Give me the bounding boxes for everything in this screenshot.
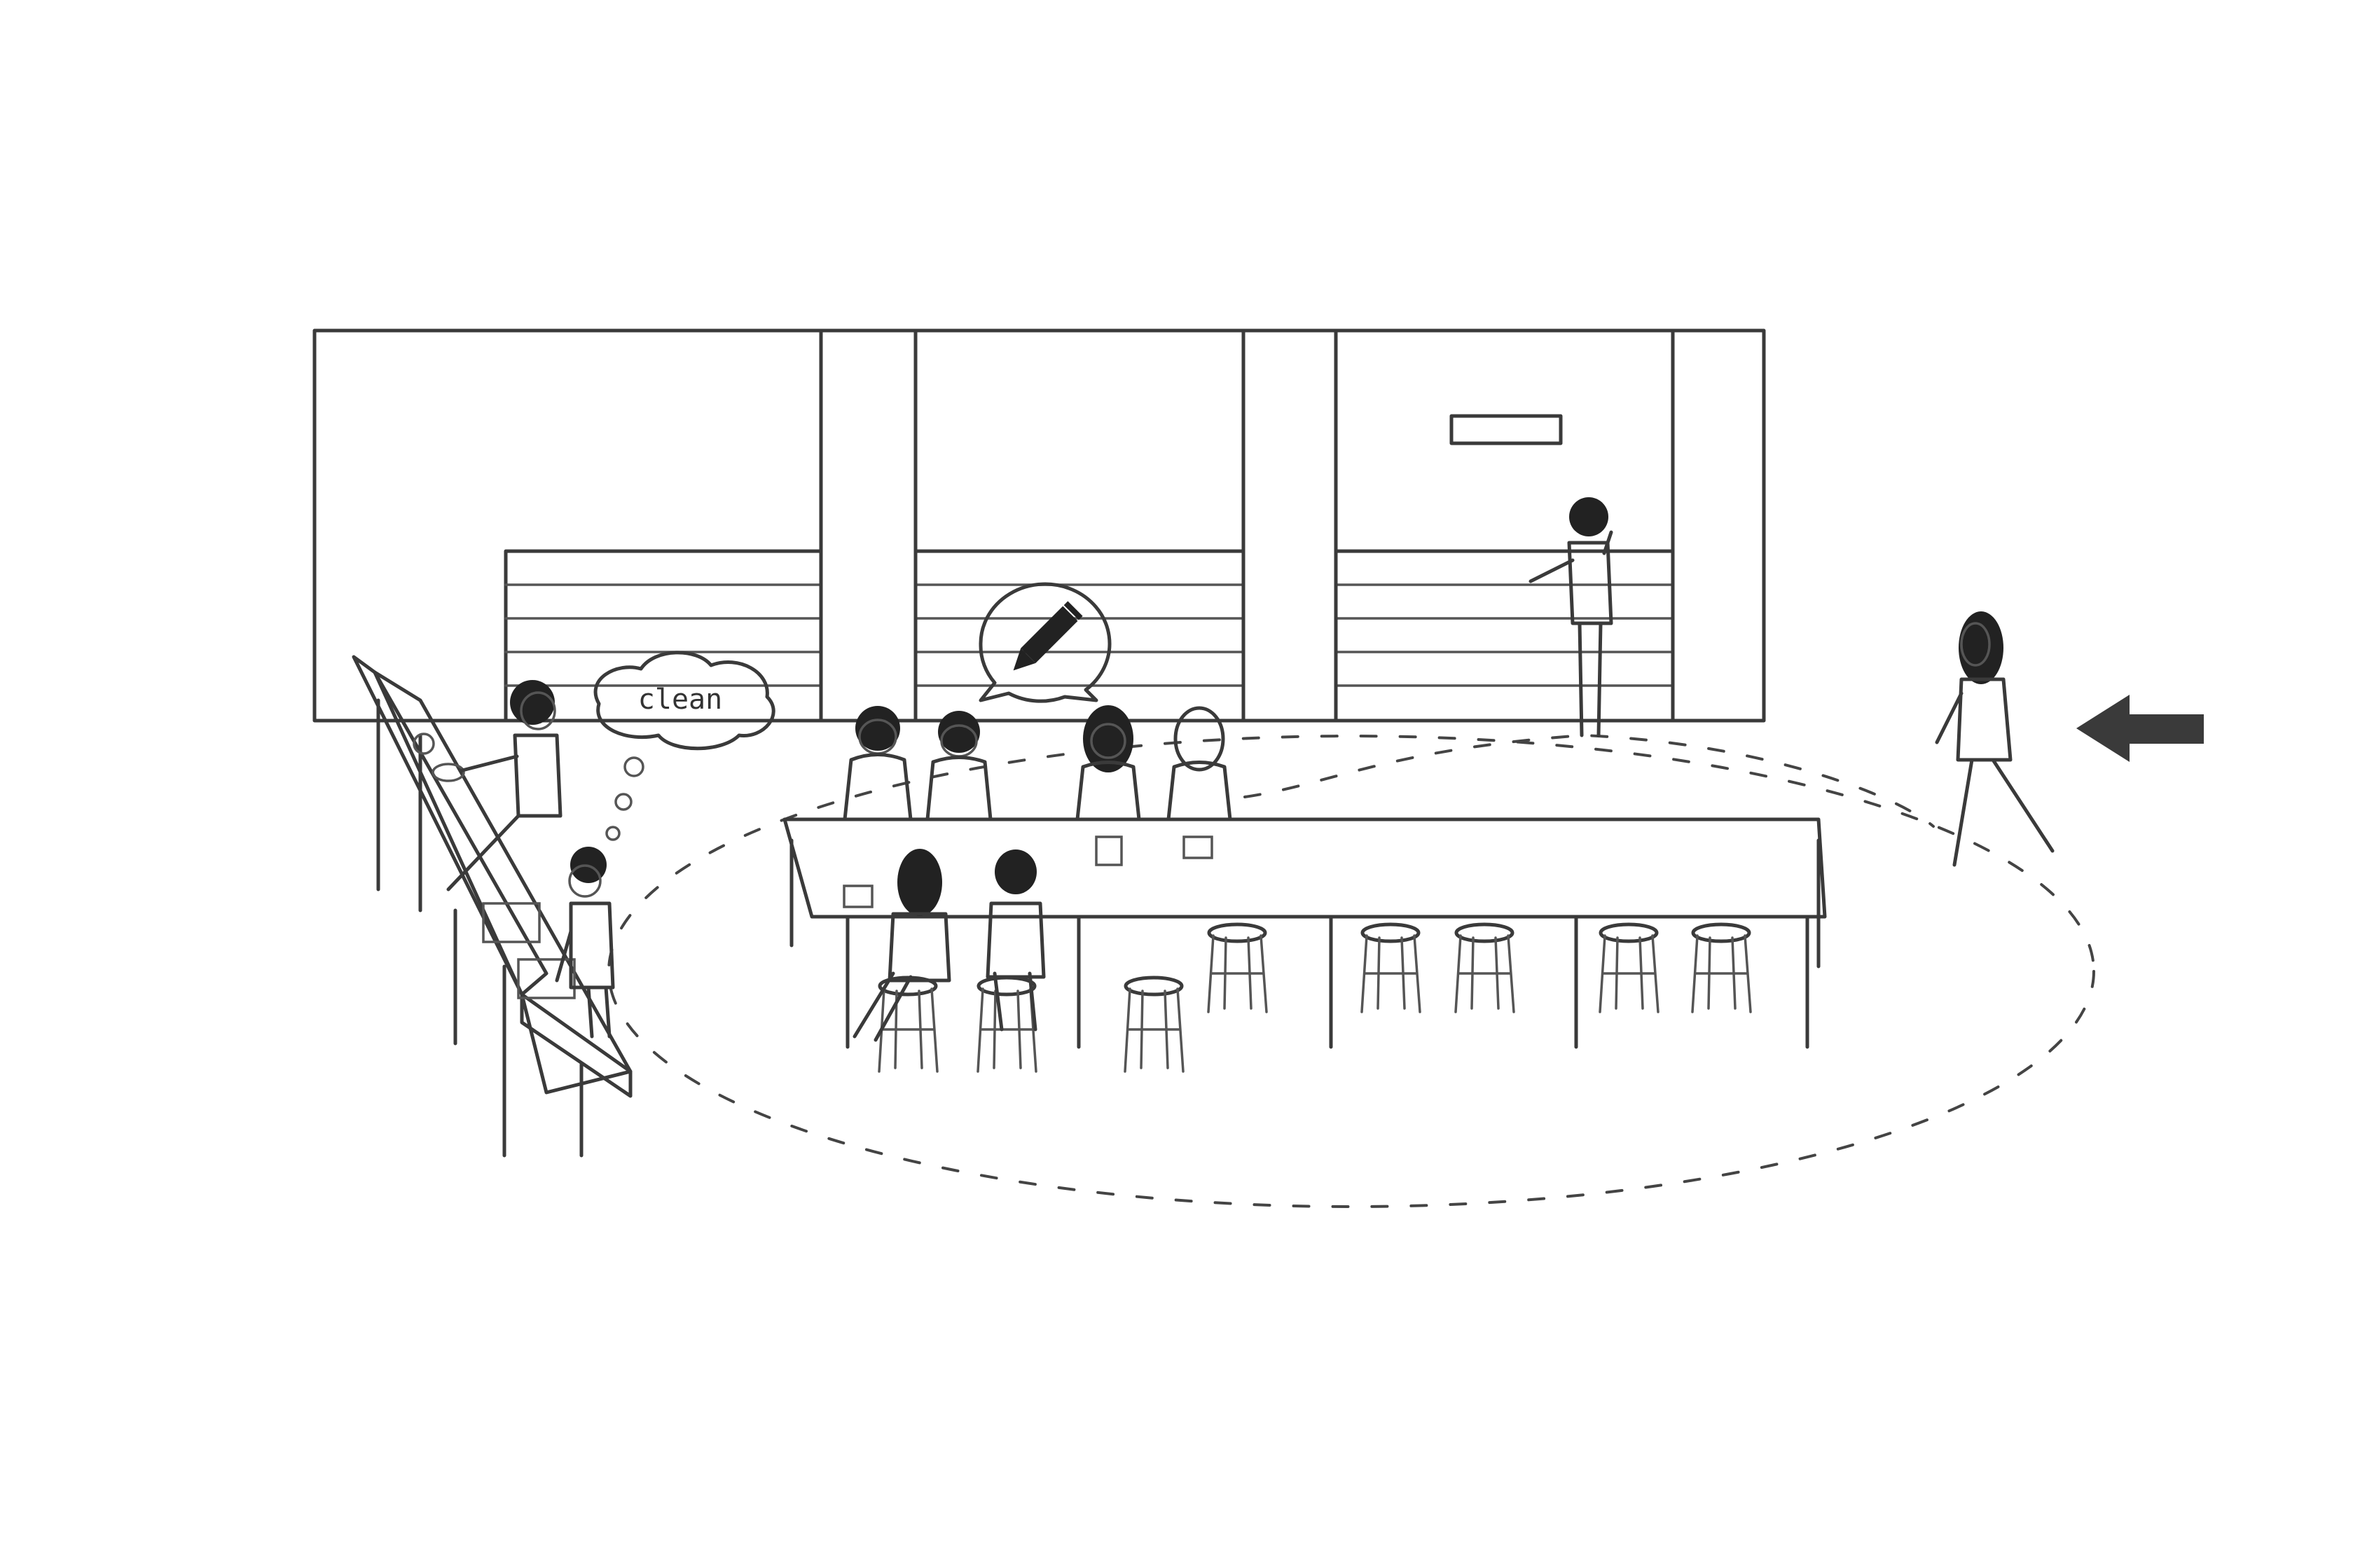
thought-bubble: clean (593, 651, 775, 841)
stools (878, 922, 1752, 1073)
walking-path (607, 733, 2095, 1208)
student (1166, 706, 1232, 859)
student (1075, 705, 1141, 866)
sink-counter (352, 655, 633, 1158)
stool (1360, 922, 1421, 1013)
cleaning-person (446, 680, 563, 891)
child-at-sink (555, 847, 615, 1039)
stool (1124, 976, 1185, 1073)
stool (1454, 922, 1515, 1013)
student (843, 849, 951, 1042)
arrow-left-icon (2076, 695, 2204, 762)
stool (1691, 922, 1752, 1013)
speech-bubble (979, 582, 1112, 703)
walking-person (1935, 611, 2055, 867)
people (446, 497, 2055, 1042)
pencil-icon (1013, 601, 1083, 671)
stool (878, 976, 939, 1073)
long-table (782, 817, 1827, 1049)
air-vent (1449, 414, 1563, 445)
teacher (1529, 497, 1613, 737)
student (925, 711, 993, 821)
thought-bubble-text: clean (638, 684, 722, 716)
wall-pillars (819, 328, 1675, 723)
stool (1207, 922, 1268, 1013)
student (843, 706, 913, 821)
student (986, 849, 1046, 1032)
back-wall (312, 328, 1766, 723)
stool (1599, 922, 1659, 1013)
stool (977, 976, 1037, 1073)
